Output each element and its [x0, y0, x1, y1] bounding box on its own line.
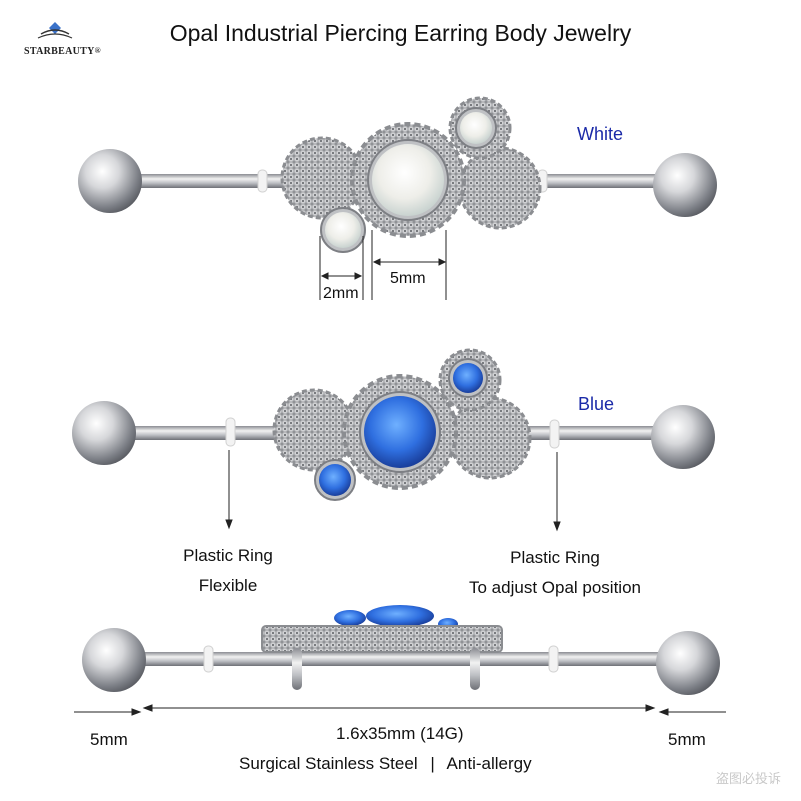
material-line: Surgical Stainless Steel | Anti-allergy — [239, 754, 532, 774]
dimension-markers — [319, 230, 447, 300]
right-ring-desc: To adjust Opal position — [469, 578, 641, 597]
brand-reg-mark: ® — [94, 46, 101, 55]
left-ring-desc: Flexible — [198, 576, 258, 595]
material-separator: | — [430, 754, 435, 773]
plastic-ring — [257, 169, 268, 193]
barbell-blue — [72, 348, 715, 501]
bar-size: 1.6x35mm (14G) — [336, 724, 464, 743]
material-feature: Anti-allergy — [446, 754, 532, 773]
annotation-arrows — [225, 450, 561, 532]
barbell-side-view — [82, 605, 720, 695]
length-arrows — [74, 704, 726, 716]
brand-logo-icon — [37, 22, 73, 39]
ball-end-right — [653, 153, 717, 217]
bar — [120, 652, 690, 666]
large-stone-size: 5mm — [390, 270, 426, 287]
watermark: 盗图必投诉 — [715, 772, 781, 787]
small-opal-stone — [325, 212, 361, 248]
variant-label-blue: Blue — [578, 394, 615, 414]
brand-text: STARBEAUTY — [24, 46, 95, 57]
ball-left-size: 5mm — [90, 730, 128, 749]
variant-label-white: White — [577, 124, 624, 144]
left-ring-title: Plastic Ring — [183, 546, 273, 565]
small-stone-size: 2mm — [323, 285, 359, 302]
plastic-ring — [549, 419, 560, 449]
large-opal-stone — [364, 396, 436, 468]
left-ring-annotation: Plastic Ring Flexible — [158, 541, 298, 601]
plastic-ring — [203, 645, 214, 673]
small-opal-stone — [460, 112, 492, 144]
barbell-white — [78, 96, 717, 253]
small-opal-stone — [453, 363, 483, 393]
ball-end-right — [656, 631, 720, 695]
right-ring-title: Plastic Ring — [510, 548, 600, 567]
plastic-ring — [548, 645, 559, 673]
right-ring-annotation: Plastic Ring To adjust Opal position — [440, 543, 670, 603]
ball-end-right — [651, 405, 715, 469]
page-title: Opal Industrial Piercing Earring Body Je… — [169, 20, 632, 46]
ball-end-left — [82, 628, 146, 692]
ball-end-left — [78, 149, 142, 213]
ball-end-left — [72, 401, 136, 465]
small-opal-stone — [319, 464, 351, 496]
large-opal-stone — [372, 144, 444, 216]
material-text: Surgical Stainless Steel — [239, 754, 418, 773]
ball-right-size: 5mm — [668, 730, 706, 749]
brand-name: STARBEAUTY® — [24, 46, 101, 57]
plastic-ring — [225, 417, 236, 447]
